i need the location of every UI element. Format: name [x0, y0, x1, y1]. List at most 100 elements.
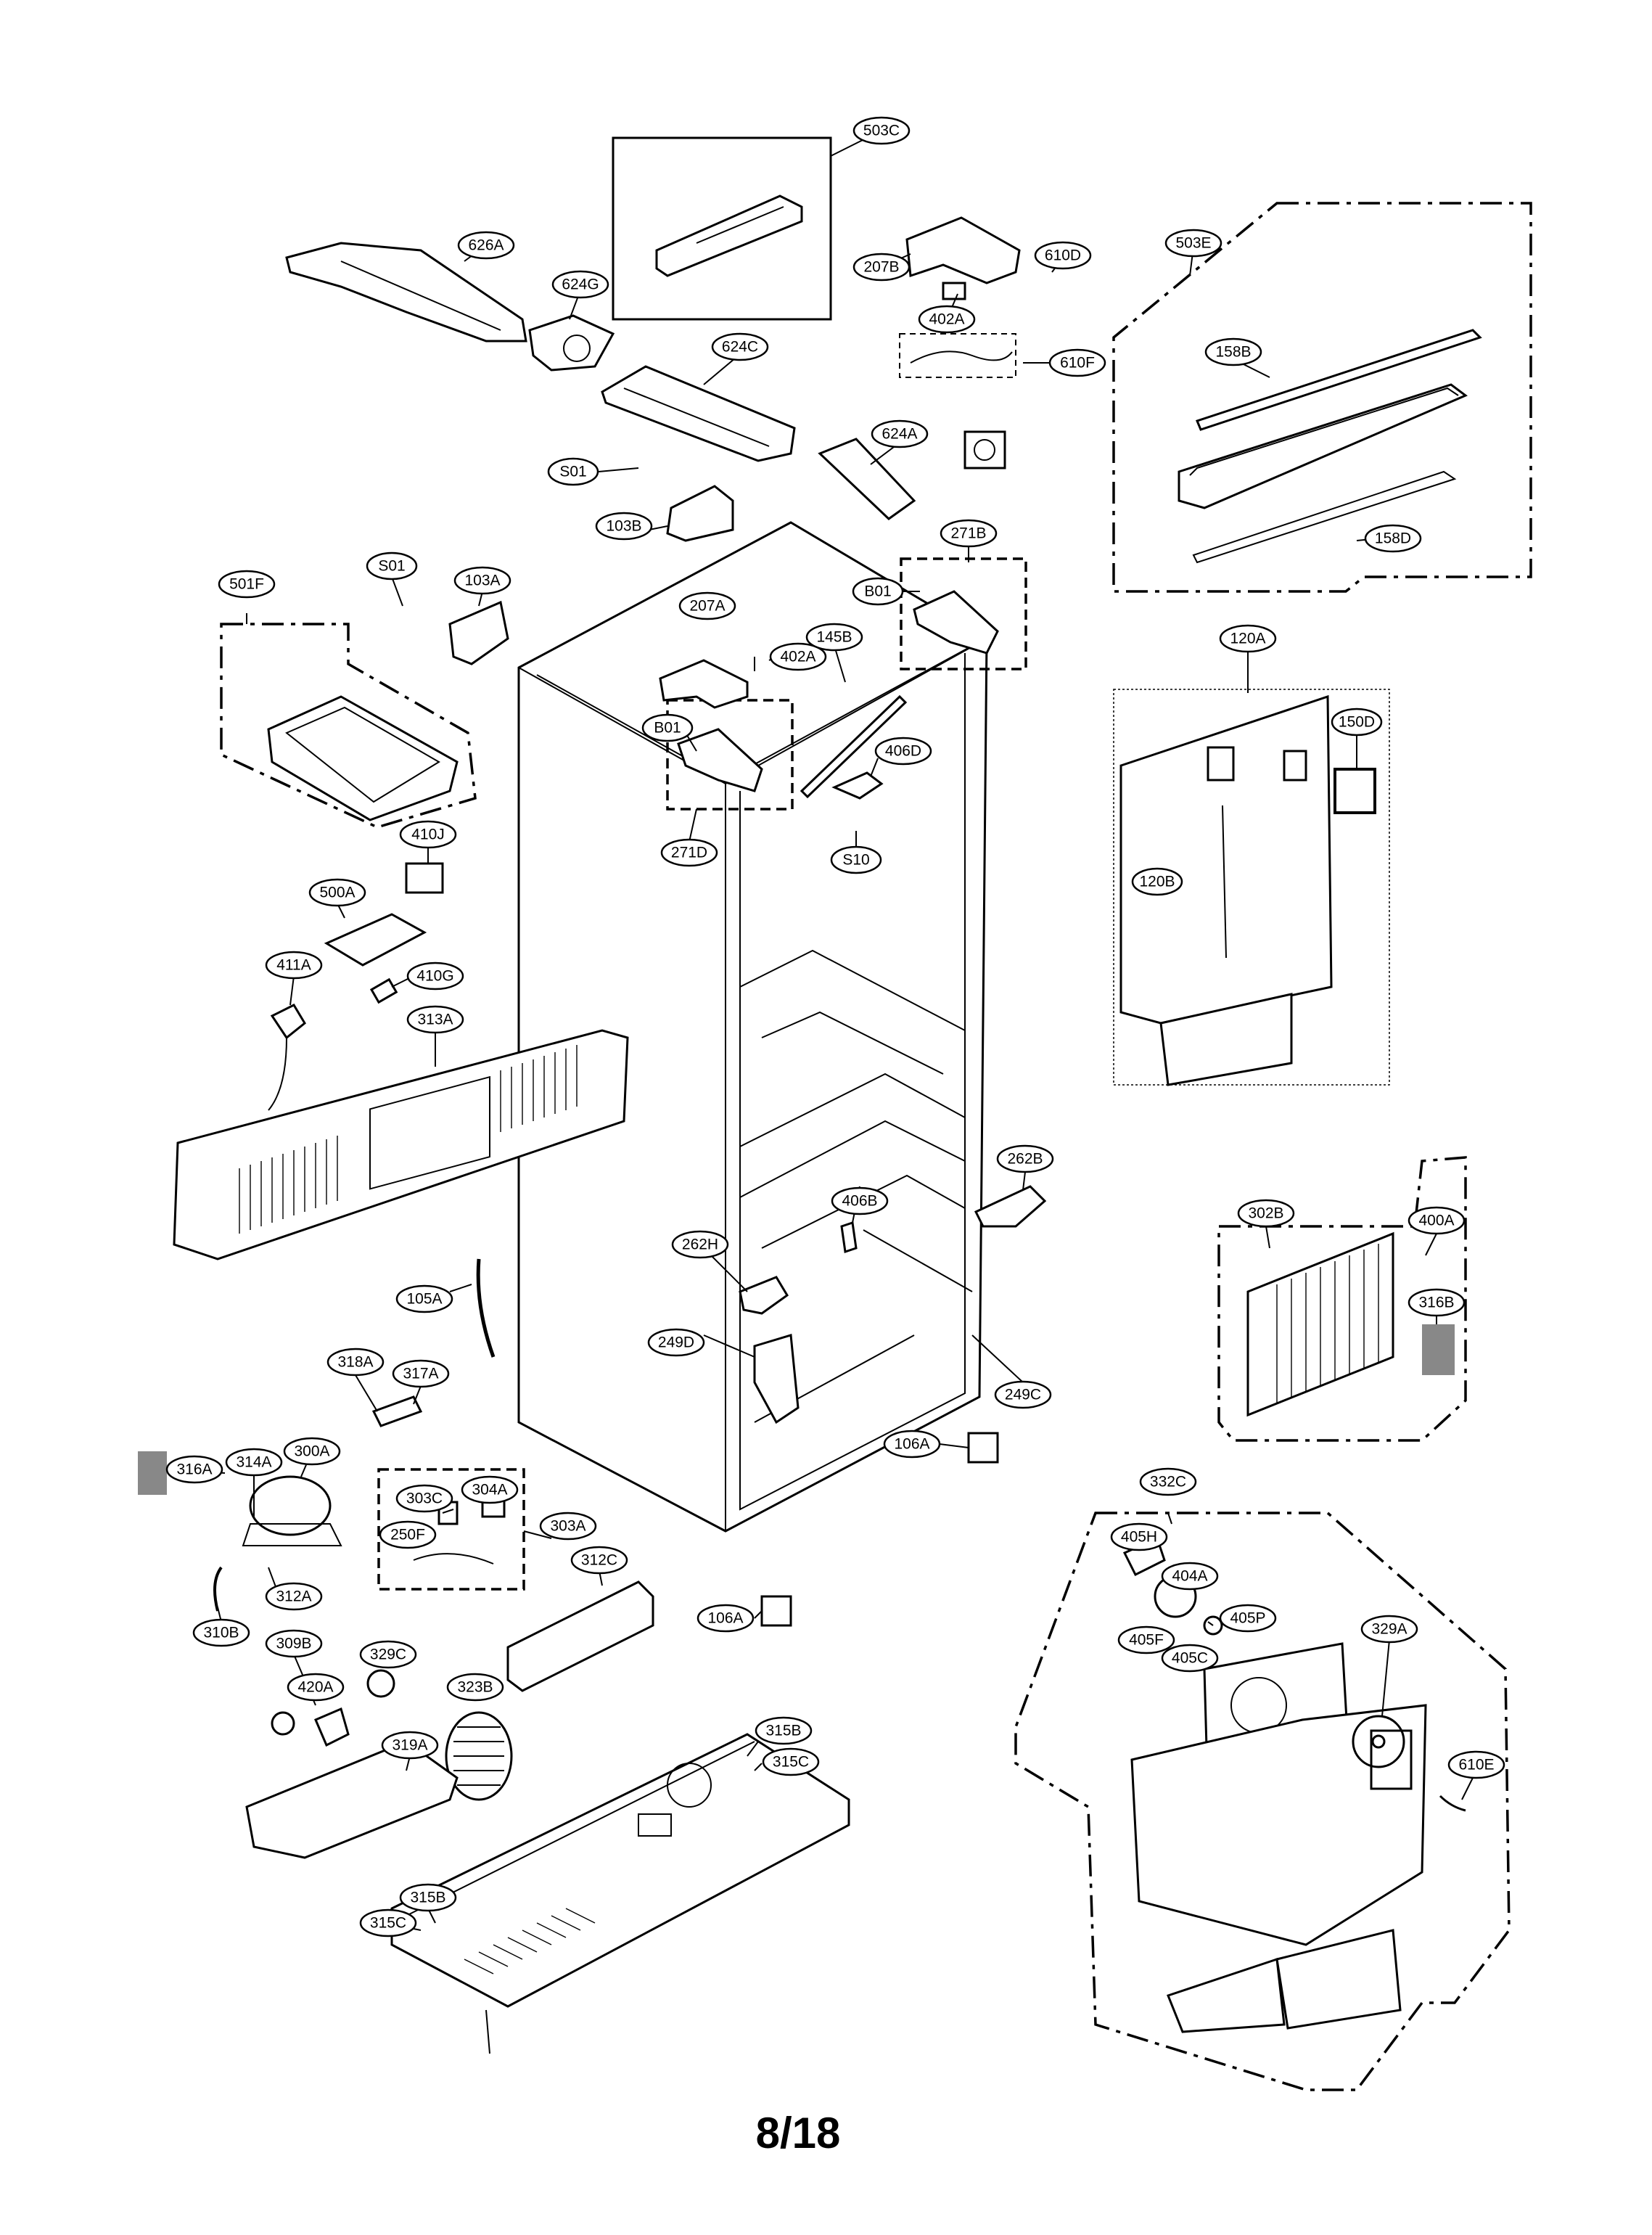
callout-207a: 207A	[678, 591, 736, 620]
svg-text:120B: 120B	[1139, 874, 1175, 890]
part-base-plate	[390, 1733, 850, 2008]
part-312c-duct	[506, 1580, 654, 1692]
grille-left	[239, 1136, 338, 1234]
callout-158b: 158B	[1204, 337, 1262, 366]
callout-329c: 329C	[359, 1640, 417, 1669]
part-103a-housing	[448, 600, 509, 665]
part-262h-hinge	[739, 1276, 789, 1315]
part-262b-hinge	[974, 1185, 1047, 1228]
svg-text:S10: S10	[842, 852, 869, 869]
callout-304a: 304A	[461, 1475, 519, 1504]
part-302b-evaporator	[1246, 1231, 1394, 1417]
callout-624a: 624A	[871, 419, 929, 448]
svg-text:158D: 158D	[1375, 530, 1411, 547]
part-313a-back-cover	[173, 1029, 629, 1260]
svg-text:B01: B01	[654, 720, 681, 737]
svg-text:610F: 610F	[1060, 355, 1095, 372]
callout-405c: 405C	[1161, 1644, 1219, 1673]
svg-text:158B: 158B	[1215, 344, 1251, 361]
svg-text:313A: 313A	[417, 1012, 453, 1028]
svg-text:405P: 405P	[1230, 1610, 1265, 1627]
svg-text:406D: 406D	[885, 743, 921, 760]
part-249d-bracket	[753, 1334, 800, 1424]
callout-406b: 406B	[831, 1186, 889, 1215]
callout-405h: 405H	[1110, 1522, 1168, 1551]
part-626a-tray	[285, 242, 527, 343]
callout-411a: 411A	[265, 951, 323, 980]
group-outline-302b	[1217, 1156, 1467, 1442]
svg-text:624C: 624C	[722, 339, 758, 356]
svg-text:318A: 318A	[337, 1354, 373, 1371]
svg-text:503E: 503E	[1175, 235, 1211, 252]
part-410j-relay	[405, 862, 444, 894]
callout-300a: 300A	[283, 1437, 341, 1466]
svg-text:B01: B01	[864, 583, 891, 600]
callout-406d: 406D	[874, 737, 932, 766]
svg-text:323B: 323B	[457, 1679, 493, 1696]
part-300a-compressor	[242, 1475, 342, 1546]
callout-332c: 332C	[1139, 1467, 1197, 1496]
group-outline-503c	[612, 136, 832, 321]
base-grille	[464, 1908, 596, 1974]
svg-text:103B: 103B	[606, 518, 641, 535]
svg-text:610D: 610D	[1045, 247, 1081, 264]
callout-106a-right: 106A	[883, 1430, 941, 1459]
svg-text:624G: 624G	[562, 276, 599, 293]
grille-right	[500, 1045, 578, 1132]
callout-316a: 316A	[165, 1455, 223, 1484]
part-103b-housing	[666, 485, 734, 542]
svg-text:304A: 304A	[472, 1482, 507, 1498]
callout-318a: 318A	[326, 1348, 385, 1377]
callout-503e: 503E	[1164, 229, 1222, 258]
svg-text:310B: 310B	[203, 1625, 239, 1641]
callout-329a: 329A	[1360, 1615, 1418, 1644]
callout-103a: 103A	[453, 566, 511, 595]
svg-text:402A: 402A	[929, 311, 964, 328]
callout-610d: 610D	[1034, 241, 1092, 270]
callout-312c: 312C	[570, 1546, 628, 1575]
callout-105a: 105A	[395, 1284, 453, 1313]
svg-text:249D: 249D	[658, 1334, 694, 1351]
svg-text:303C: 303C	[406, 1490, 443, 1507]
part-323b-condenser	[445, 1711, 513, 1801]
group-outline-303a	[377, 1468, 525, 1591]
refrigerator-cabinet	[517, 521, 988, 1533]
callout-503c: 503C	[852, 116, 911, 145]
svg-text:405C: 405C	[1172, 1650, 1208, 1667]
callout-302b: 302B	[1237, 1199, 1295, 1228]
part-410g-sensor	[369, 977, 398, 1004]
callout-303c: 303C	[395, 1484, 453, 1513]
svg-text:300A: 300A	[294, 1443, 329, 1460]
svg-text:103A: 103A	[464, 573, 500, 589]
svg-text:312C: 312C	[581, 1552, 617, 1569]
svg-text:150D: 150D	[1339, 714, 1375, 731]
svg-text:610E: 610E	[1458, 1757, 1494, 1773]
svg-text:410G: 410G	[416, 968, 453, 985]
svg-text:501F: 501F	[229, 576, 264, 593]
svg-text:120A: 120A	[1230, 631, 1265, 647]
svg-text:503C: 503C	[863, 123, 900, 139]
callout-120b: 120B	[1131, 867, 1183, 896]
callout-405f: 405F	[1117, 1625, 1175, 1654]
svg-text:145B: 145B	[816, 629, 852, 646]
part-207b-bracket	[905, 216, 1021, 300]
part-207a-bracket	[659, 659, 749, 709]
svg-text:105A: 105A	[406, 1291, 442, 1308]
svg-text:406B: 406B	[842, 1193, 877, 1210]
svg-text:315B: 315B	[410, 1890, 445, 1906]
svg-text:624A: 624A	[882, 426, 917, 443]
svg-text:262H: 262H	[682, 1237, 718, 1253]
svg-text:402A: 402A	[780, 649, 815, 665]
part-624a-filter	[818, 430, 1006, 520]
svg-text:315C: 315C	[370, 1915, 406, 1932]
part-316b-insulation	[1422, 1324, 1455, 1375]
callout-323b: 323B	[446, 1673, 504, 1702]
part-145b-strip	[800, 694, 908, 799]
svg-text:249C: 249C	[1005, 1387, 1041, 1403]
callout-271d: 271D	[660, 838, 718, 867]
svg-text:500A: 500A	[319, 885, 355, 901]
callout-158d: 158D	[1364, 524, 1422, 553]
svg-text:405H: 405H	[1121, 1529, 1157, 1546]
part-329a-fan-blade	[1352, 1715, 1405, 1768]
